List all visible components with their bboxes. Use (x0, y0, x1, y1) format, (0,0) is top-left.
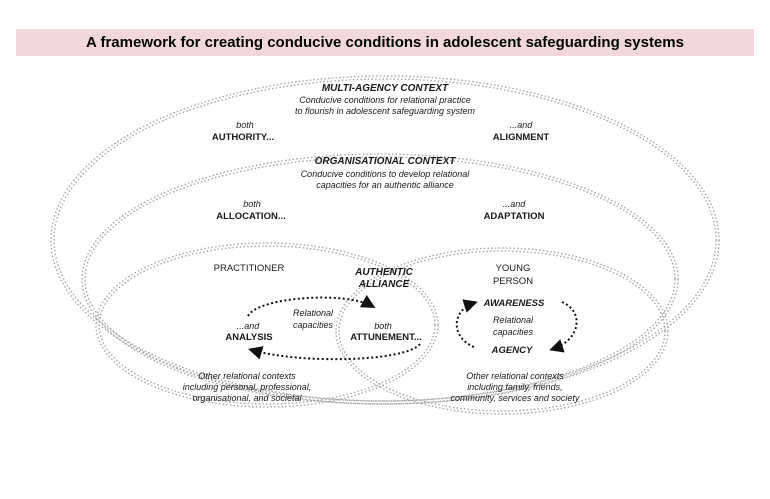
analysis-label: ANALYSIS (225, 332, 272, 343)
alliance-line-2: ALLIANCE (358, 279, 410, 290)
awareness-label: AWARENESS (483, 298, 545, 309)
authority-prefix: both (236, 120, 254, 130)
young-person-ellipse (335, 247, 669, 415)
multi-agency-heading: MULTI-AGENCY CONTEXT (322, 83, 449, 94)
practitioner-ellipse-inner (98, 245, 436, 405)
practitioner-other-3: organisational, and societal (192, 393, 302, 403)
multi-agency-ellipse (50, 75, 720, 405)
practitioner-cycle-top-arrow (247, 295, 376, 317)
diagram-title: A framework for creating conducive condi… (86, 34, 684, 51)
young-person-heading-2: PERSON (493, 276, 533, 287)
authority-label: AUTHORITY... (212, 132, 274, 143)
practitioner-capacities-2: capacities (293, 320, 334, 330)
title-banner: A framework for creating conducive condi… (16, 29, 754, 56)
young-person-other-1: Other relational contexts (466, 371, 564, 381)
adaptation-label: ADAPTATION (484, 211, 545, 222)
multi-agency-desc-2: to flourish in adolescent safeguarding s… (295, 106, 476, 116)
multi-agency-ellipse-inner (53, 78, 717, 402)
adaptation-prefix: ...and (503, 199, 527, 209)
alignment-label: ALIGNMENT (493, 132, 550, 143)
young-person-other-2: including family, friends, (467, 382, 562, 392)
attunement-prefix: both (374, 321, 392, 331)
organisational-heading: ORGANISATIONAL CONTEXT (315, 156, 457, 167)
practitioner-other-1: Other relational contexts (198, 371, 296, 381)
analysis-prefix: ...and (237, 321, 261, 331)
young-person-capacities-1: Relational (493, 315, 534, 325)
young-person-cycle-right-arrow (549, 301, 578, 353)
practitioner-heading: PRACTITIONER (214, 263, 285, 274)
organisational-ellipse-inner (84, 156, 676, 402)
attunement-label: ATTUNEMENT... (350, 332, 422, 343)
allocation-prefix: both (243, 199, 261, 209)
practitioner-other-2: including personal, professional, (183, 382, 312, 392)
alignment-prefix: ...and (510, 120, 534, 130)
organisational-ellipse (81, 153, 679, 405)
young-person-cycle-left-arrow (455, 299, 478, 348)
organisational-desc-2: capacities for an authentic alliance (316, 180, 454, 190)
practitioner-ellipse (95, 242, 439, 408)
practitioner-capacities-1: Relational (293, 308, 334, 318)
multi-agency-desc-1: Conducive conditions for relational prac… (299, 95, 471, 105)
young-person-capacities-2: capacities (493, 327, 534, 337)
allocation-label: ALLOCATION... (216, 211, 285, 222)
practitioner-cycle-bottom-arrow (248, 343, 421, 361)
agency-label: AGENCY (491, 345, 534, 356)
organisational-desc-1: Conducive conditions to develop relation… (301, 169, 471, 179)
alliance-line-1: AUTHENTIC (354, 267, 414, 278)
young-person-ellipse-inner (338, 250, 666, 412)
young-person-other-3: community, services and society (451, 393, 580, 403)
young-person-heading-1: YOUNG (496, 263, 531, 274)
